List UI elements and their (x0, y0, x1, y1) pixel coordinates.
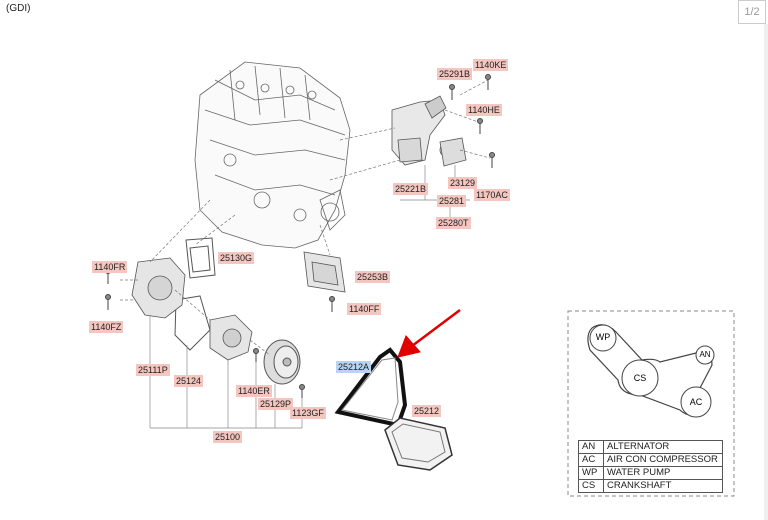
part-label-1140fr[interactable]: 1140FR (92, 261, 128, 273)
engine-block-drawing (194, 61, 351, 249)
page-indicator[interactable]: 1/2 (738, 0, 766, 24)
scrollbar[interactable] (764, 24, 768, 520)
legend-desc: WATER PUMP (603, 466, 723, 480)
pulley-label-cs: CS (633, 373, 647, 383)
part-label-25280t[interactable]: 25280T (436, 217, 471, 229)
part-label-25253b[interactable]: 25253B (355, 271, 391, 283)
part-label-1170ac[interactable]: 1170AC (474, 189, 510, 201)
part-label-23129[interactable]: 23129 (448, 177, 478, 189)
part-label-1140ff[interactable]: 1140FF (347, 303, 382, 315)
legend-desc: AIR CON COMPRESSOR (603, 453, 723, 467)
legend-desc: CRANKSHAFT (603, 479, 723, 493)
thermostat-housing-drawing (391, 95, 467, 167)
legend-row: AN ALTERNATOR (578, 440, 723, 454)
legend-desc: ALTERNATOR (603, 440, 723, 454)
pulley-label-an: AN (699, 350, 711, 359)
part-label-1140ke[interactable]: 1140KE (473, 59, 509, 71)
highlight-arrow (397, 309, 461, 358)
part-label-25291b[interactable]: 25291B (437, 68, 473, 80)
part-label-25212[interactable]: 25212 (412, 405, 442, 417)
part-label-25124[interactable]: 25124 (174, 375, 204, 387)
legend-code: WP (578, 466, 604, 480)
ribbed-belt-drawing (384, 417, 453, 471)
part-label-25221b[interactable]: 25221B (393, 183, 429, 195)
dashed-leader-lines (120, 79, 491, 356)
legend-row: AC AIR CON COMPRESSOR (578, 453, 723, 467)
part-label-1140he[interactable]: 1140HE (466, 104, 502, 116)
part-label-25281[interactable]: 25281 (437, 195, 467, 207)
legend-code: AN (578, 440, 604, 454)
part-label-25129p[interactable]: 25129P (258, 398, 294, 410)
part-label-25111p[interactable]: 25111P (136, 364, 170, 376)
part-label-25130g[interactable]: 25130G (218, 252, 255, 264)
pulley-label-wp: WP (595, 332, 611, 342)
part-label-25100[interactable]: 25100 (213, 431, 243, 443)
bracket-drawing (303, 251, 346, 293)
part-label-1140fz[interactable]: 1140FZ (89, 321, 124, 333)
pulley-label-ac: AC (689, 397, 703, 407)
gaskets-drawing (174, 237, 216, 351)
legend-code: CS (578, 479, 604, 493)
drive-belt-drawing-inner (341, 357, 399, 421)
water-pump-drawing (131, 257, 253, 361)
bolts-drawing (105, 74, 495, 398)
part-label-1140er[interactable]: 1140ER (236, 385, 272, 397)
legend-code: AC (578, 453, 604, 467)
pulley-legend-table: AN ALTERNATOR AC AIR CON COMPRESSOR WP W… (578, 440, 723, 493)
legend-row: CS CRANKSHAFT (578, 479, 723, 493)
pump-pulley-drawing (263, 339, 301, 385)
legend-row: WP WATER PUMP (578, 466, 723, 480)
part-label-25212a[interactable]: 25212A (336, 361, 372, 373)
part-label-1123gf[interactable]: 1123GF (290, 407, 326, 419)
variant-label: (GDI) (6, 3, 31, 14)
